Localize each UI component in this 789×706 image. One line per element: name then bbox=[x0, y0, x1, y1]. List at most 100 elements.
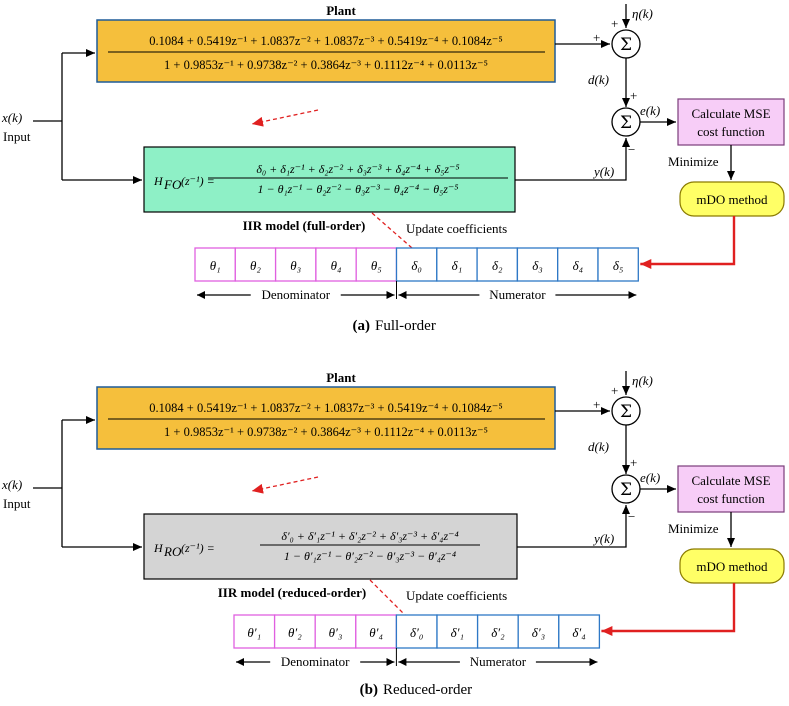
model-numerator: δ₀ + δ₁z⁻¹ + δ₂z⁻² + δ₃z⁻³ + δ₄z⁻⁴ + δ₅z… bbox=[256, 162, 459, 176]
denominator-label: Denominator bbox=[281, 654, 350, 669]
model-title: IIR model (reduced-order) bbox=[218, 585, 367, 600]
numerator-cell bbox=[557, 247, 599, 282]
denominator-cell-label: θ₁ bbox=[210, 258, 221, 273]
denominator-cell-label: θ′₁ bbox=[247, 625, 261, 640]
numerator-cell bbox=[516, 247, 559, 282]
input-label: Input bbox=[3, 129, 31, 144]
numerator-cell bbox=[436, 247, 478, 282]
numerator-label: Numerator bbox=[470, 654, 527, 669]
numerator-cell bbox=[597, 247, 639, 282]
caption-text: Full-order bbox=[375, 318, 436, 334]
denominator-cell-label: θ₄ bbox=[331, 258, 342, 273]
plant-block bbox=[96, 386, 556, 450]
input-signal-label: x(k) bbox=[1, 477, 22, 492]
minimize-label: Minimize bbox=[668, 521, 719, 536]
error-sum-symbol: Σ bbox=[620, 113, 632, 133]
noise-label: η(k) bbox=[632, 6, 653, 21]
mdo-method-block bbox=[679, 548, 785, 584]
denominator-cell-label: θ₃ bbox=[290, 258, 301, 273]
plant-numerator: 0.1084 + 0.5419z⁻¹ + 1.0837z⁻² + 1.0837z… bbox=[149, 401, 502, 415]
error-label: e(k) bbox=[640, 103, 660, 118]
numerator-cell-label: δ₅ bbox=[613, 258, 624, 273]
input-label: Input bbox=[3, 496, 31, 511]
panel-reduced-order: Plant 0.1084 + 0.5419z⁻¹ + 1.0837z⁻² + 1.… bbox=[1, 370, 785, 698]
mdo-update-arrow bbox=[601, 583, 736, 636]
mdo-method-label: mDO method bbox=[696, 192, 768, 207]
coefficient-update-dashed-line bbox=[371, 212, 413, 249]
numerator-cell-label: δ′₄ bbox=[572, 625, 586, 640]
model-title: IIR model (full-order) bbox=[243, 218, 366, 233]
plant-plus-sign: + bbox=[593, 30, 600, 45]
mse-label-line1: Calculate MSE bbox=[691, 106, 770, 121]
desired-label: d(k) bbox=[588, 439, 609, 454]
caption-tag: (b) bbox=[360, 682, 378, 698]
denominator-cell bbox=[234, 247, 277, 282]
mse-label-line2: cost function bbox=[697, 491, 765, 506]
numerator-cell-label: δ′₃ bbox=[532, 625, 545, 640]
model-minus-sign: − bbox=[628, 142, 635, 157]
numerator-label-bg bbox=[459, 654, 536, 668]
plant-title: Plant bbox=[326, 3, 356, 18]
model-numerator: δ′₀ + δ′₁z⁻¹ + δ′₂z⁻² + δ′₃z⁻³ + δ′₄z⁻⁴ bbox=[281, 529, 458, 543]
denominator-cell bbox=[233, 614, 276, 649]
model-argument: (z⁻¹) = bbox=[181, 541, 215, 555]
plant-plus-sign: + bbox=[593, 397, 600, 412]
error-sum-symbol: Σ bbox=[620, 480, 632, 500]
numerator-cell-label: δ₂ bbox=[492, 258, 503, 273]
plant-block bbox=[96, 19, 556, 83]
model-denominator: 1 − θ₁z⁻¹ − θ₂z⁻² − θ₃z⁻³ − θ₄z⁻⁴ − θ₅z⁻… bbox=[258, 182, 459, 196]
model-output-arrow bbox=[515, 138, 630, 181]
denominator-label-bg bbox=[250, 287, 341, 301]
denominator-cell bbox=[273, 614, 316, 649]
model-subscript: RO bbox=[163, 544, 182, 559]
update-coefficients-label: Update coefficients bbox=[406, 221, 507, 236]
numerator-cell-label: δ′₂ bbox=[491, 625, 505, 640]
denominator-cell-label: θ′₄ bbox=[369, 625, 383, 640]
plant-denominator: 1 + 0.9853z⁻¹ + 0.9738z⁻² + 0.3864z⁻³ + … bbox=[164, 58, 488, 72]
mdo-method-block bbox=[679, 181, 785, 217]
denominator-label-bg bbox=[270, 654, 361, 668]
noise-plus-sign: + bbox=[611, 383, 618, 398]
model-subscript: FO bbox=[163, 177, 182, 192]
denominator-cell-label: θ′₃ bbox=[329, 625, 343, 640]
mse-label-line1: Calculate MSE bbox=[691, 473, 770, 488]
numerator-cell-label: δ₃ bbox=[532, 258, 543, 273]
mse-block bbox=[677, 465, 785, 513]
numerator-label: Numerator bbox=[489, 287, 546, 302]
mdo-method-label: mDO method bbox=[696, 559, 768, 574]
desired-plus-sign: + bbox=[630, 88, 637, 103]
mdo-update-arrow bbox=[640, 216, 736, 269]
numerator-cell-label: δ′₁ bbox=[451, 625, 464, 640]
iir-model-block bbox=[143, 513, 518, 580]
update-coefficients-label: Update coefficients bbox=[406, 588, 507, 603]
noise-label: η(k) bbox=[632, 373, 653, 388]
noise-plus-sign: + bbox=[611, 16, 618, 31]
numerator-cell-label: δ′₀ bbox=[410, 625, 423, 640]
numerator-label-bg bbox=[479, 287, 556, 301]
denominator-cell bbox=[194, 247, 236, 282]
numerator-cell-label: δ₁ bbox=[452, 258, 463, 273]
plant-numerator: 0.1084 + 0.5419z⁻¹ + 1.0837z⁻² + 1.0837z… bbox=[149, 34, 502, 48]
model-denominator: 1 − θ′₁z⁻¹ − θ′₂z⁻² − θ′₃z⁻³ − θ′₄z⁻⁴ bbox=[284, 549, 456, 563]
model-lhs: H bbox=[153, 541, 164, 555]
plant-denominator: 1 + 0.9853z⁻¹ + 0.9738z⁻² + 0.3864z⁻³ + … bbox=[164, 425, 488, 439]
denominator-label: Denominator bbox=[261, 287, 330, 302]
model-update-dashed-arrow bbox=[251, 109, 319, 127]
denominator-cell bbox=[274, 247, 317, 282]
denominator-cell bbox=[355, 614, 398, 649]
desired-label: d(k) bbox=[588, 72, 609, 87]
model-output-arrow bbox=[517, 505, 630, 548]
plant-title: Plant bbox=[326, 370, 356, 385]
denominator-cell-label: θ₅ bbox=[371, 258, 382, 273]
model-lhs: H bbox=[153, 174, 164, 188]
numerator-cell bbox=[558, 614, 601, 649]
caption-tag: (a) bbox=[353, 318, 371, 334]
error-label: e(k) bbox=[640, 470, 660, 485]
minimize-label: Minimize bbox=[668, 154, 719, 169]
noise-sum-symbol: Σ bbox=[620, 402, 632, 422]
model-output-label: y(k) bbox=[592, 531, 614, 546]
input-signal-label: x(k) bbox=[1, 110, 22, 125]
desired-plus-sign: + bbox=[630, 455, 637, 470]
denominator-cell bbox=[355, 247, 398, 282]
